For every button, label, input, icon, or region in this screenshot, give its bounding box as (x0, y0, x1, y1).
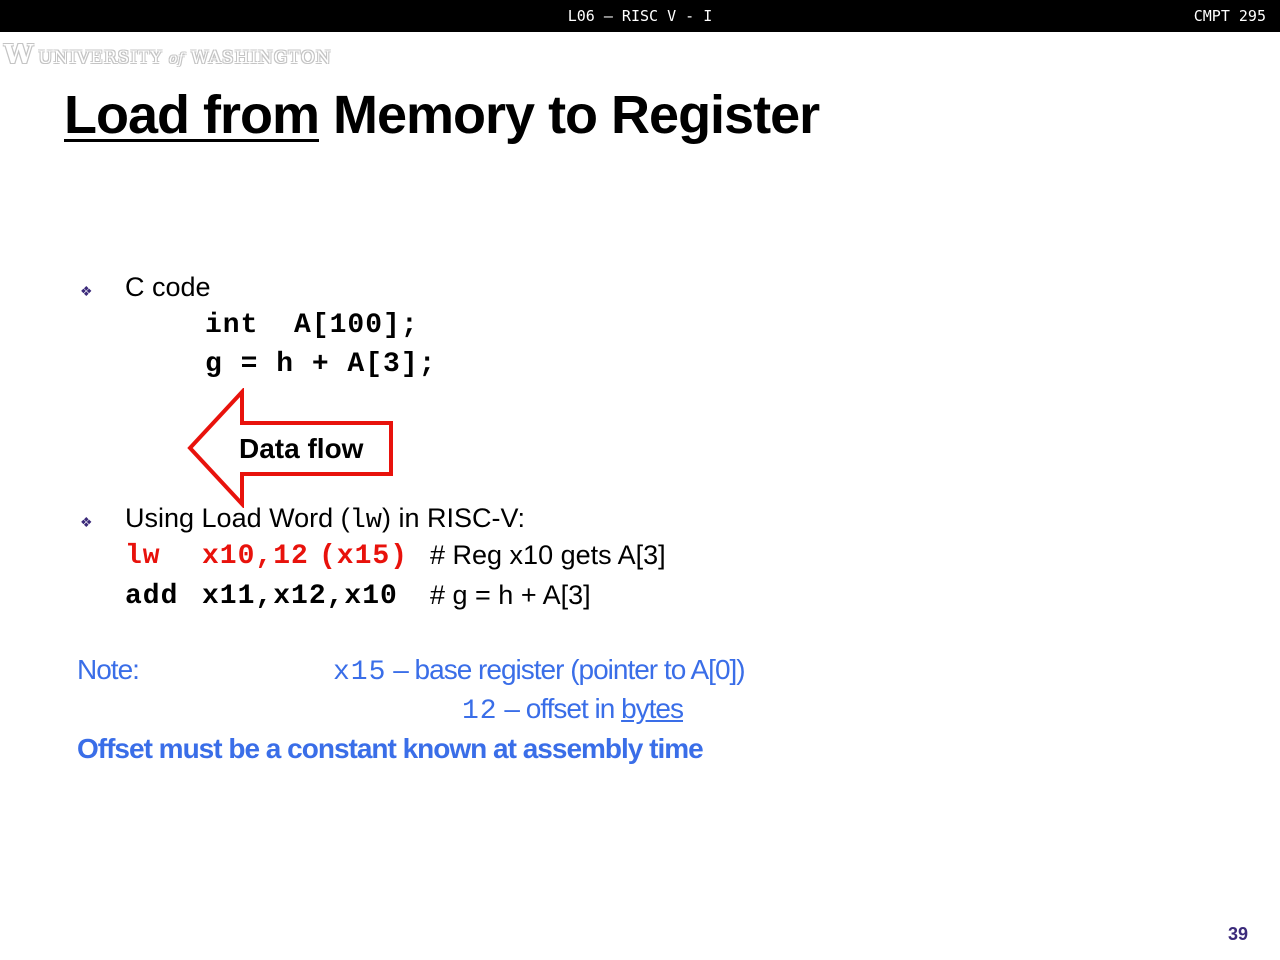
logo-university: UNIVERSITY (38, 48, 163, 68)
note-offset-code: 12 (462, 696, 498, 727)
title-underlined: Load from (64, 85, 320, 145)
lw-label-code: lw (349, 506, 383, 536)
data-flow-label: Data flow (239, 433, 364, 464)
asm-add-args: x11,x12,x10 (202, 581, 398, 612)
note-offset-desc: – offset in (497, 693, 622, 724)
asm-lw-comment: # Reg x10 gets A[3] (430, 540, 666, 570)
logo-washington: WASHINGTON (190, 48, 332, 68)
slide-title: Load from Memory to Register (64, 84, 820, 146)
asm-lw-base: (x15) (319, 541, 409, 572)
note-offset: 12 – offset in bytes (462, 693, 684, 727)
c-code-line-1: int A[100]; (205, 310, 419, 341)
asm-add-op: add (125, 581, 179, 612)
lecture-title: L06 – RISC V - I (567, 7, 713, 25)
bullet-diamond-icon: ❖ (80, 514, 93, 530)
note-base-desc: – base register (pointer to A[0]) (386, 654, 745, 685)
title-rest: Memory to Register (319, 85, 820, 145)
note-label: Note: (77, 654, 140, 685)
note-base-reg-code: x15 (333, 657, 387, 688)
lw-label-suffix: ) in RISC-V: (382, 503, 526, 533)
logo-w-mark: W (4, 40, 35, 70)
bullet-c-code-label: C code (125, 272, 211, 302)
c-code-line-2: g = h + A[3]; (205, 349, 437, 380)
lw-label-prefix: Using Load Word ( (125, 503, 350, 533)
asm-add-comment: # g = h + A[3] (430, 580, 591, 610)
note-offset-unit: bytes (621, 693, 684, 724)
note-constraint: Offset must be a constant known at assem… (77, 733, 704, 764)
page-number: 39 (1227, 924, 1248, 944)
bullet-lw-label: Using Load Word (lw) in RISC-V: (125, 503, 525, 536)
asm-lw-op: lw (125, 541, 161, 572)
note-base-register: x15 – base register (pointer to A[0]) (333, 654, 746, 688)
data-flow-arrow-icon (187, 388, 393, 508)
course-code: CMPT 295 (1193, 7, 1266, 25)
asm-lw-args: x10,12 (202, 541, 309, 572)
header-bar: L06 – RISC V - I CMPT 295 (0, 0, 1280, 32)
bullet-diamond-icon: ❖ (80, 283, 93, 299)
logo-of: of (168, 51, 185, 67)
